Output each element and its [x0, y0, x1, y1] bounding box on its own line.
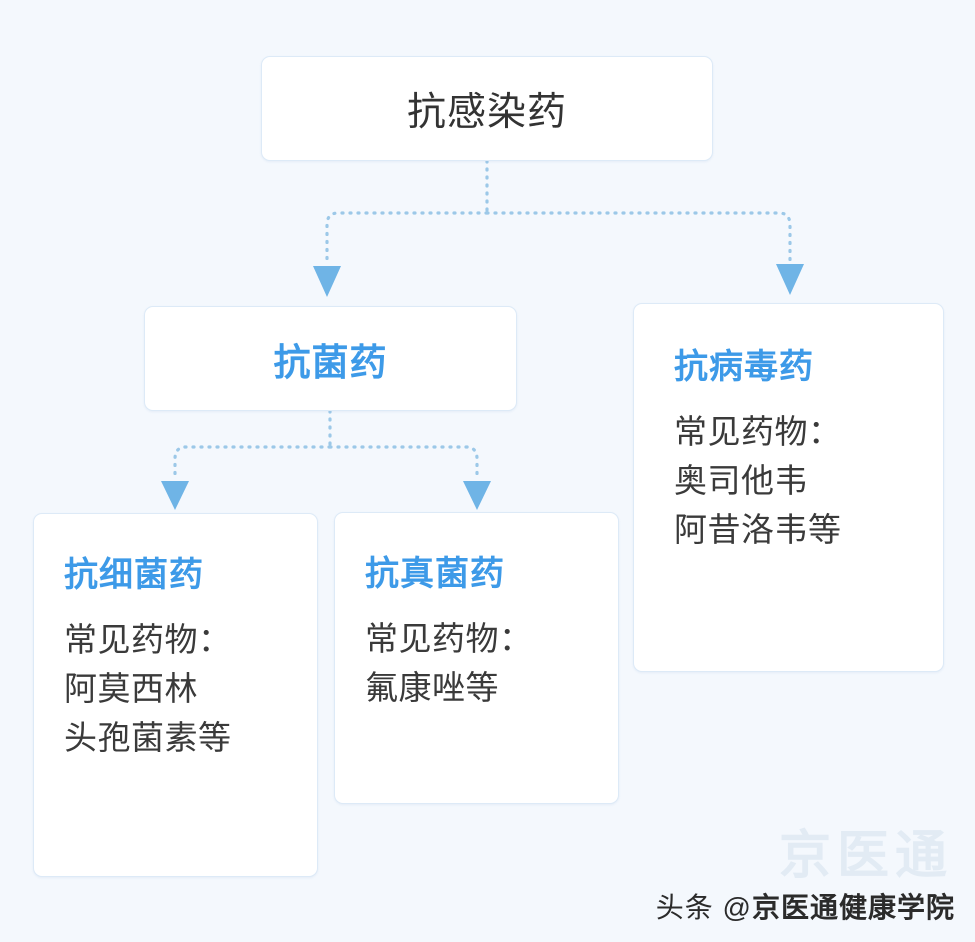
node-antibacterial[interactable]: 抗细菌药 常见药物： 阿莫西林 头孢菌素等 — [33, 513, 318, 877]
edge-antimicrobial-to-antifungal — [328, 445, 479, 482]
edge-antimicrobial-to-antibacterial — [173, 445, 332, 482]
node-antibacterial-line-1: 常见药物： — [64, 621, 232, 659]
node-antiviral-label: 抗病毒药 — [674, 348, 814, 386]
node-antifungal-line-1: 常见药物： — [365, 620, 533, 658]
edge-root-to-antimicrobial — [325, 211, 489, 266]
node-root-label: 抗感染药 — [406, 90, 567, 134]
node-antiviral-line-3: 阿昔洛韦等 — [674, 510, 842, 548]
watermark-logo: 京医通 — [778, 827, 953, 885]
arrowhead-antimicrobial-to-antifungal — [463, 481, 491, 510]
arrowhead-root-to-antimicrobial — [313, 266, 341, 297]
node-antifungal-label: 抗真菌药 — [365, 555, 505, 593]
node-antiviral-line-2: 奥司他韦 — [674, 461, 808, 499]
node-antibacterial-label: 抗细菌药 — [64, 556, 204, 594]
arrowhead-root-to-antiviral — [776, 264, 804, 295]
node-antimicrobial-label: 抗菌药 — [273, 341, 388, 383]
watermark-credit: 头条 @京医通健康学院 — [656, 886, 955, 926]
node-antifungal-line-2: 氟康唑等 — [365, 668, 499, 706]
arrowhead-antimicrobial-to-antibacterial — [161, 481, 189, 510]
watermark-credit-prefix: 头条 @ — [655, 892, 752, 923]
node-antibacterial-line-2: 阿莫西林 — [64, 669, 198, 707]
watermark-credit-brand: 京医通健康学院 — [751, 892, 955, 923]
node-antiviral[interactable]: 抗病毒药 常见药物： 奥司他韦 阿昔洛韦等 — [633, 303, 944, 672]
node-antibacterial-line-3: 头孢菌素等 — [64, 718, 232, 756]
edge-root-to-antiviral — [485, 211, 792, 264]
node-antifungal[interactable]: 抗真菌药 常见药物： 氟康唑等 — [334, 512, 619, 804]
node-antiviral-line-1: 常见药物： — [674, 413, 842, 451]
node-antimicrobial[interactable]: 抗菌药 — [144, 306, 517, 411]
node-root-anti-infective[interactable]: 抗感染药 — [261, 56, 713, 161]
